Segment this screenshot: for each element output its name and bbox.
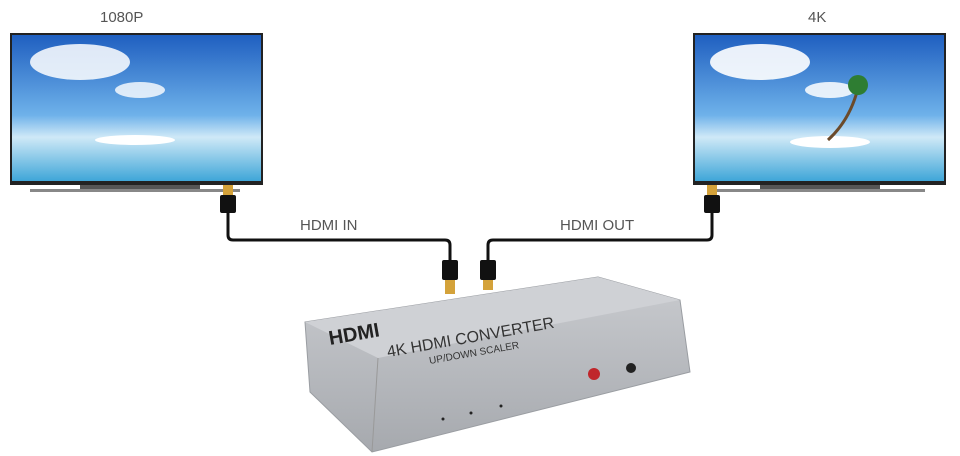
hdmi-in-cable xyxy=(226,210,452,262)
source-tv-label: 1080P xyxy=(100,9,144,26)
ir-button xyxy=(588,368,600,380)
hdmi-in-label: HDMI IN xyxy=(300,217,358,234)
hdmi-connector-icon xyxy=(220,185,720,294)
display-tv xyxy=(693,33,946,192)
source-tv xyxy=(10,33,263,192)
converter-device xyxy=(304,276,691,453)
hdmi-out-label: HDMI OUT xyxy=(560,217,635,234)
hdmi-out-cable xyxy=(486,210,714,262)
display-tv-label: 4K xyxy=(808,9,827,26)
reset-button xyxy=(626,363,636,373)
